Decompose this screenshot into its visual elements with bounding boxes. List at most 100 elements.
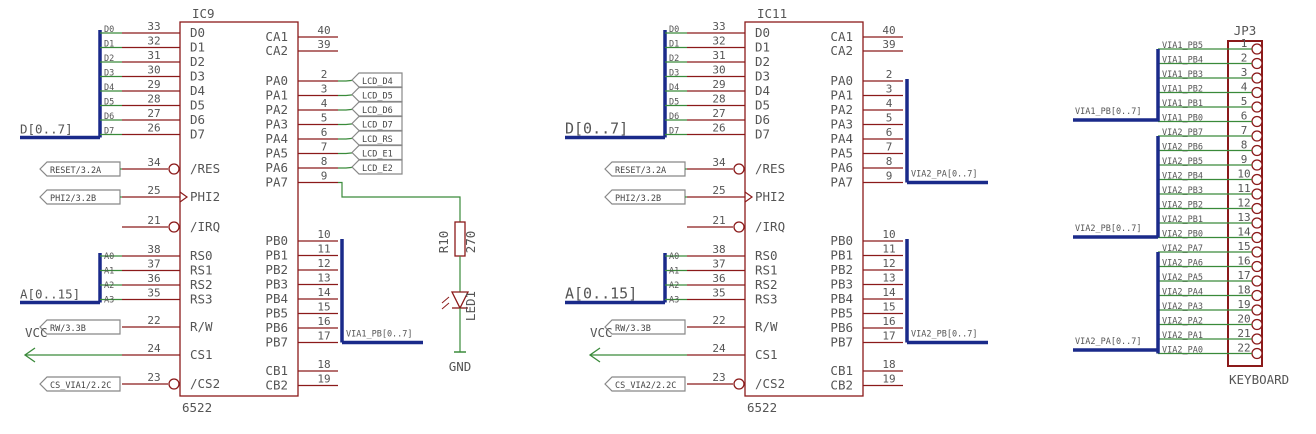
rw-label [604, 319, 686, 335]
pin-number: 10 [317, 228, 330, 241]
connector-pin [1251, 318, 1263, 331]
pin-number: 12 [882, 257, 895, 270]
pin-name: /IRQ [190, 219, 220, 234]
vcc-arrow [588, 347, 601, 363]
pin-name: CS1 [190, 347, 213, 362]
pin-name: PB5 [265, 306, 288, 321]
connector-pin [1251, 289, 1263, 302]
pin-name: D0 [190, 25, 205, 40]
pin-number: 22 [1237, 342, 1250, 355]
pin-name: CS1 [755, 347, 778, 362]
pin-number: 10 [1237, 168, 1250, 181]
net-label: D0 [669, 25, 679, 35]
pin-number: 35 [712, 287, 725, 300]
connector-pin [1251, 347, 1263, 360]
net-label: D1 [669, 40, 679, 50]
pin-number: 3 [886, 83, 893, 96]
phi2-label-text: PHI2/3.2B [615, 194, 661, 204]
connector-pin [1251, 275, 1263, 287]
connector-pin [1251, 260, 1263, 273]
net-label: VIA2_PA4 [1162, 288, 1203, 298]
pin-number: 24 [712, 342, 726, 355]
connector-body [1227, 40, 1263, 367]
pin-name: PB4 [830, 291, 853, 306]
net-label: D6 [104, 112, 114, 122]
pin-name: R/W [190, 319, 213, 334]
pin-number: 24 [147, 342, 161, 355]
chip-part: 6522 [182, 400, 212, 415]
pin-number: 2 [321, 68, 328, 81]
inverter-bubble [168, 221, 180, 233]
pin-number: 26 [147, 122, 160, 135]
pin-number: 9 [886, 170, 893, 183]
inverter-bubble [733, 378, 745, 390]
pin-name: /IRQ [755, 219, 785, 234]
chip-ref: IC11 [757, 6, 787, 21]
pin-number: 36 [147, 272, 160, 285]
connector-pin [1251, 86, 1263, 99]
pin-name: D0 [755, 25, 770, 40]
pin-number: 31 [147, 49, 160, 62]
pin-number: 13 [1237, 211, 1250, 224]
pin-number: 13 [317, 272, 330, 285]
net-label: A3 [669, 296, 679, 306]
pin-name: CA2 [265, 43, 288, 58]
pin-name: PA1 [830, 88, 853, 103]
pin-name: RS2 [755, 277, 778, 292]
pin-name: D4 [755, 83, 770, 98]
data-bus-label: D[0..7] [20, 122, 73, 137]
connector-pin [1251, 159, 1263, 171]
pin-number: 16 [1237, 255, 1250, 268]
lcd-label-text: LCD_D5 [362, 92, 393, 102]
connector-pin [1251, 246, 1263, 258]
pin-number: 6 [886, 126, 893, 139]
pin-name: PB2 [830, 262, 853, 277]
led-ray [441, 296, 450, 304]
pin-number: 23 [147, 371, 160, 384]
inverter-bubble [168, 378, 180, 390]
net-label: VIA1_PB2 [1162, 85, 1203, 95]
pin-number: 35 [147, 287, 160, 300]
pin-name: D4 [190, 83, 205, 98]
vcc-arrow [23, 347, 36, 363]
net-label: VIA2_PB7 [1162, 128, 1203, 138]
pin-name: D6 [190, 112, 205, 127]
led-ray [441, 302, 450, 310]
pin-number: 25 [147, 184, 160, 197]
pin-name: RS0 [755, 248, 778, 263]
pin-number: 1 [1241, 37, 1248, 50]
net-label: A2 [669, 281, 679, 291]
pin-number: 6 [1241, 110, 1248, 123]
pin-number: 4 [1241, 81, 1248, 94]
net-label: D1 [104, 40, 114, 50]
lcd-label-text: LCD_E2 [362, 164, 393, 174]
pin-name: PB2 [265, 262, 288, 277]
pin-name: D6 [755, 112, 770, 127]
cs-label [604, 376, 686, 392]
resistor-ref: R10 [436, 231, 451, 254]
rw-label-text: RW/3.3B [50, 324, 86, 334]
pin-name: RS3 [190, 292, 213, 307]
pa7-wire [338, 181, 461, 222]
net-label: A3 [104, 296, 114, 306]
pin-number: 30 [147, 64, 160, 77]
net-label: A0 [104, 252, 114, 262]
pin-number: 4 [886, 97, 893, 110]
connector-bus-label: VIA1_PB[0..7] [1075, 107, 1142, 117]
pin-name: CA1 [265, 29, 288, 44]
data-bus-label: D[0..7] [565, 120, 628, 138]
connector-jp3: JP3KEYBOARD1VIA1_PB52VIA1_PB43VIA1_PB34V… [1073, 23, 1289, 387]
pin-number: 27 [712, 107, 725, 120]
pin-number: 9 [1241, 153, 1248, 166]
pin-name: PA1 [265, 88, 288, 103]
inverter-bubble [733, 221, 745, 233]
pin-name: D5 [755, 98, 770, 113]
pin-name: CB2 [265, 378, 288, 393]
pin-name: D7 [755, 127, 770, 142]
net-label: VIA1_PB3 [1162, 70, 1203, 80]
pin-number: 13 [882, 272, 895, 285]
lcd-label-text: LCD_RS [362, 135, 393, 145]
lcd-label [351, 115, 403, 132]
pin-name: /RES [755, 161, 785, 176]
